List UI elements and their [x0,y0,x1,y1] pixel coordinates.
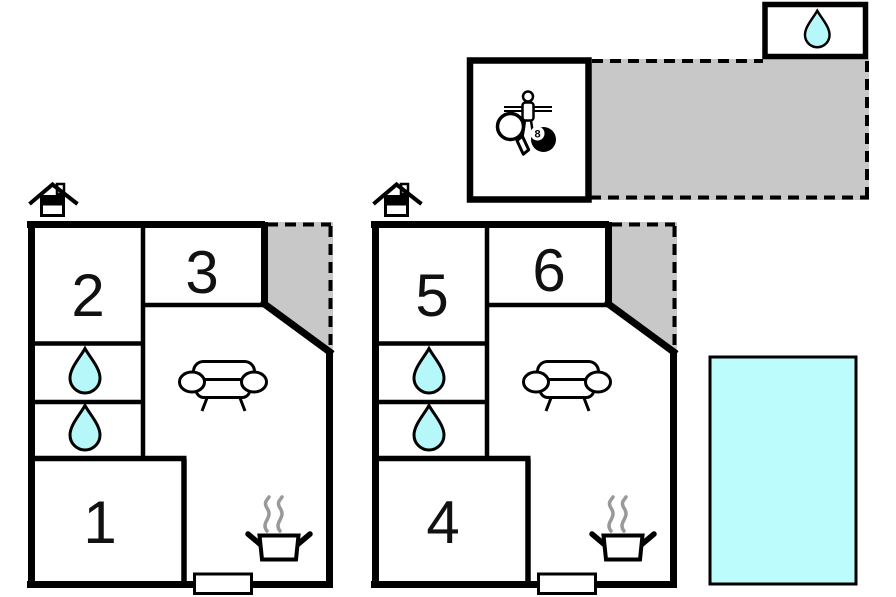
room-label-6: 6 [532,237,565,304]
house-unit-1-structure [27,184,333,594]
swimming-pool [708,355,858,586]
paddle-blade [495,111,526,142]
billiard-8ball-icon: 8 [530,126,556,152]
annex-terrace-dashed-border [590,59,869,200]
house-unit-2: 5 6 4 [371,184,677,594]
room-label-2: 2 [71,262,104,329]
room-label-5: 5 [415,262,448,329]
house-unit-2-structure [371,184,677,594]
foosball-player-head [521,90,535,103]
game-icons: 8 [495,90,556,156]
foosball-rod [504,106,552,112]
annex-building: 8 [466,1,869,203]
room-label-3: 3 [185,239,218,306]
paddle-handle [515,134,531,156]
table-tennis-paddle-icon [495,111,531,156]
game-room [466,57,592,203]
foosball-player-body [521,101,535,122]
eight-ball-number: 8 [534,129,540,141]
foosball-player-icon [504,90,552,138]
annex-terrace-area [588,59,869,200]
room-label-4: 4 [426,489,459,556]
house-unit-1: 2 3 1 [27,184,333,594]
room-label-1: 1 [83,489,116,556]
eight-ball-circle [530,126,545,141]
